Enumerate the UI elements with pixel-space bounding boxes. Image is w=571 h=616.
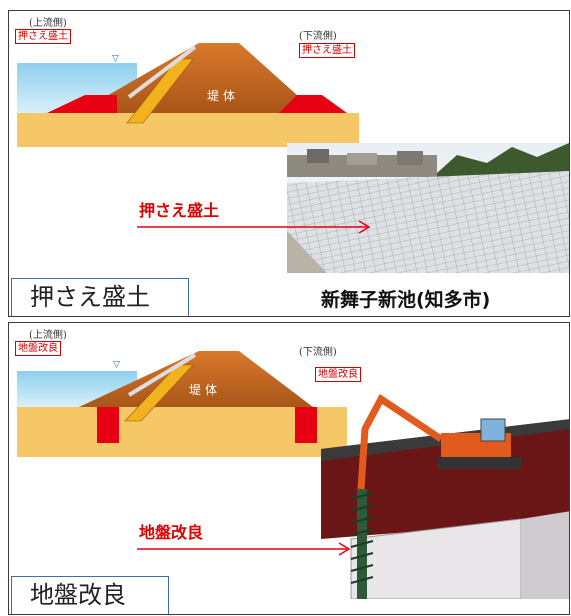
downstream-side-label: (下流側) [299,31,337,42]
embankment-photo [287,143,569,273]
soil-block [350,518,522,599]
dam-body-shape [79,351,313,407]
downstream-improvement-tag: 地盤改良 [315,367,361,382]
upstream-improvement-block [97,407,119,443]
slope-revetment [287,171,569,273]
core-wall [126,58,194,124]
ground-improvement-cross-section: ▽ [17,351,347,457]
upstream-improvement-tag: 地盤改良 [15,341,61,356]
ground-layer [17,407,347,457]
dam-body-label: 堤体 [189,383,222,397]
upstream-berm-tag: 押さえ盛土 [15,29,71,44]
core-wall [124,364,194,422]
embankment-panel: ▽ (上流側) (下流側) 押さえ盛土 押さえ盛土 堤体 押さえ盛土 新舞子新池… [8,10,570,317]
downstream-side-label: (下流側) [299,347,337,358]
section-title-ground-improvement: 地盤改良 [11,576,169,614]
downstream-berm [279,95,347,113]
upstream-side-label: (上流側) [29,330,67,341]
dam-body-label: 堤体 [207,89,240,103]
dam-body-shape [77,43,317,113]
ground-improvement-arrow-label: 地盤改良 [139,523,204,542]
upstream-facing [127,45,197,99]
ground-improvement-illustration [321,393,569,599]
ground-layer [17,113,359,147]
water-level-mark: ▽ [113,360,120,370]
excavator-arm [357,393,443,490]
upstream-side-label: (上流側) [29,18,67,29]
section-title-embankment: 押さえ盛土 [11,278,189,316]
embankment-arrow-label: 押さえ盛土 [139,201,220,220]
ground-improvement-panel: ▽ (上流側) (下流側) 地盤改良 地盤改良 堤体 地盤改良 地盤改良 [8,322,570,615]
ground-improvement-arrow [137,542,351,556]
water-level-mark: ▽ [112,54,119,64]
embankment-cross-section: ▽ [17,43,359,147]
downstream-improvement-block [295,407,317,443]
embankment-arrow [137,220,371,234]
photo-caption: 新舞子新池(知多市) [321,289,491,311]
upstream-berm [47,95,117,113]
downstream-berm-tag: 押さえ盛土 [299,43,355,58]
